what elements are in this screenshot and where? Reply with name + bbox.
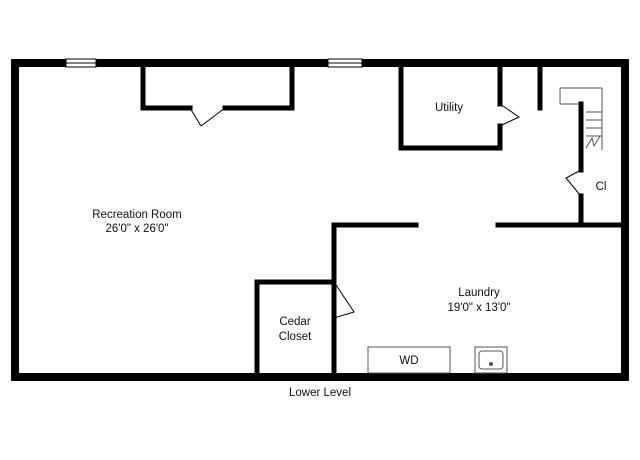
washer-dryer-label: WD — [399, 355, 418, 367]
utility-label: Utility — [435, 102, 463, 114]
stair-break — [585, 135, 601, 149]
cl-door — [565, 169, 582, 197]
cl-closet-walls — [565, 101, 584, 228]
laundry-size: 19'0" x 13'0" — [447, 302, 510, 314]
cl-label: Cl — [596, 181, 607, 193]
cedar-closet-walls — [254, 279, 355, 380]
window-left — [65, 58, 97, 68]
washer-dryer — [367, 346, 451, 374]
utility-door — [499, 103, 521, 127]
cedar-closet-door — [333, 281, 355, 319]
cedar-closet-label-line2: Closet — [279, 331, 312, 343]
utility-walls — [398, 60, 521, 151]
exterior-walls — [11, 59, 629, 381]
laundry-walls — [331, 222, 628, 380]
rec-closet-door — [189, 107, 202, 127]
recreation-room-size: 26'0" x 26'0" — [105, 223, 168, 235]
laundry-label: Laundry — [458, 287, 500, 299]
cedar-closet-label-line1: Cedar — [279, 316, 310, 328]
window-right — [327, 58, 363, 68]
recreation-room-label: Recreation Room — [92, 209, 181, 221]
stair-area — [537, 60, 603, 150]
floor-caption: Lower Level — [289, 387, 351, 399]
laundry-sink — [474, 346, 508, 374]
rec-room-closet — [140, 60, 295, 127]
